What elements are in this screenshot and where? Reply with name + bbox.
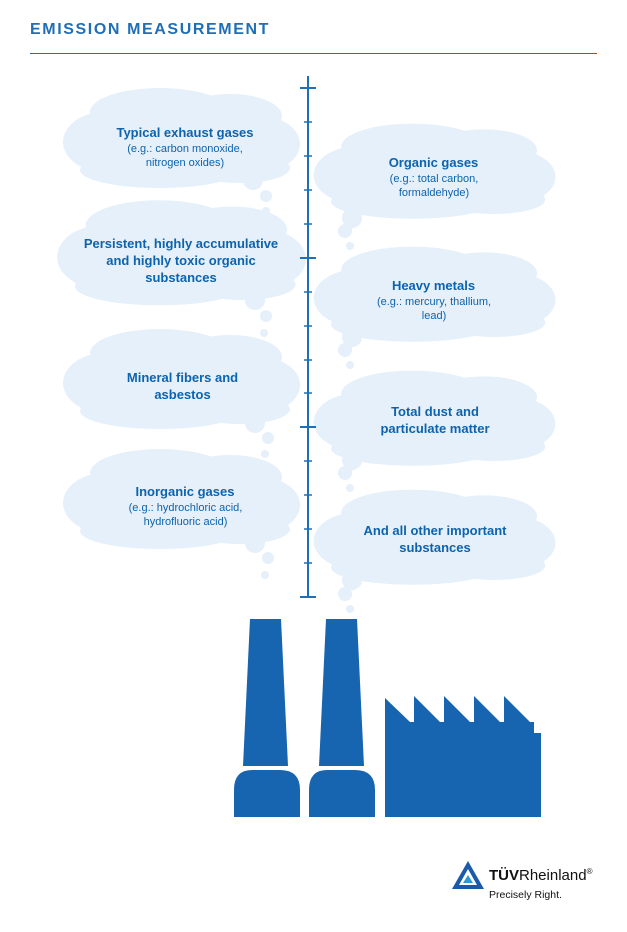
cloud-heading: Total dust and particulate matter [380,404,490,436]
measurement-scale [300,76,316,598]
factory-icon [234,619,541,817]
logo-tagline: Precisely Right. [489,889,562,901]
page-title: EMISSION MEASUREMENT [30,21,271,38]
cloud-heading: And all other important substances [363,523,507,555]
cloud-label-organic-gases: Organic gases (e.g.: total carbon, forma… [336,154,531,200]
logo-name-rest: Rheinland [519,867,587,884]
cloud-heading: Mineral fibers and asbestos [126,370,239,402]
cloud-label-all-other: And all other important substances [355,522,515,556]
cloud-heading: Inorganic gases [135,484,235,499]
triangle-logo-icon [452,861,484,889]
logo-registered-mark: ® [586,867,593,876]
cloud-example: (e.g.: hydrochloric acid, hydrofluoric a… [128,502,243,528]
cloud-example: (e.g.: total carbon, formaldehyde) [389,173,479,199]
cloud-example: (e.g.: carbon monoxide, nitrogen oxides) [127,143,243,169]
logo-name-bold: TÜV [489,867,519,884]
tuv-logo: TÜVRheinland® Precisely Right. [452,859,612,907]
cloud-label-typical-exhaust: Typical exhaust gases (e.g.: carbon mono… [85,124,285,170]
cloud-label-total-dust: Total dust and particulate matter [360,403,510,437]
cloud-label-heavy-metals: Heavy metals (e.g.: mercury, thallium, l… [336,277,531,323]
cloud-label-persistent: Persistent, highly accumulative and high… [72,235,290,286]
logo-wordmark: TÜVRheinland® [489,867,592,884]
cloud-heading: Organic gases [388,155,479,170]
cloud-label-inorganic-gases: Inorganic gases (e.g.: hydrochloric acid… [85,483,285,529]
cloud-heading: Heavy metals [391,278,476,293]
cloud-label-mineral-fibers: Mineral fibers and asbestos [100,369,265,403]
cloud-example: (e.g.: mercury, thallium, lead) [376,296,492,322]
cloud-heading: Typical exhaust gases [116,125,254,140]
title-underline [30,53,597,54]
cloud-heading: Persistent, highly accumulative and high… [83,236,279,285]
